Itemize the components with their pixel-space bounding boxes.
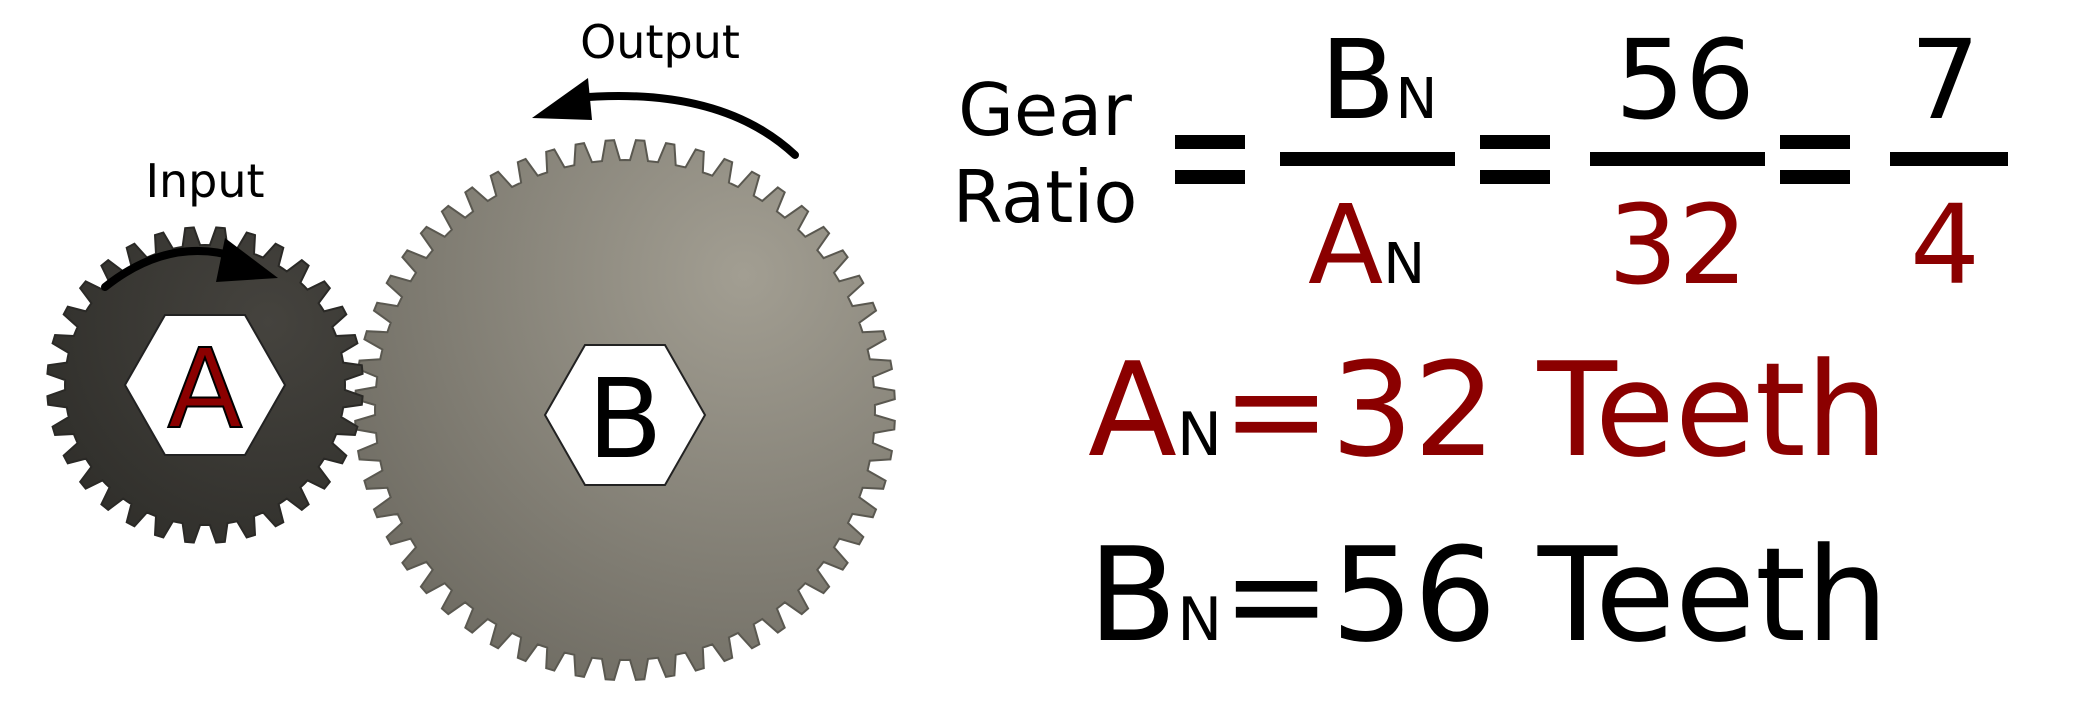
frac3-bar	[1890, 152, 2008, 166]
frac3-denominator: 4	[1910, 181, 1980, 309]
frac3-numerator: 7	[1910, 16, 1980, 144]
ratio-label: Ratio	[953, 155, 1138, 239]
output-label: Output	[580, 15, 740, 69]
frac1-numerator: BN	[1320, 16, 1437, 144]
teeth-b-line: BN=56 Teeth	[1088, 519, 1888, 671]
frac1-bar	[1280, 152, 1455, 166]
gear-b-hub	[543, 344, 707, 486]
frac1-denominator: AN	[1308, 181, 1425, 309]
gear-label: Gear	[958, 68, 1132, 152]
equals-sign-2	[1480, 135, 1550, 184]
gear-a-hub	[123, 314, 287, 456]
input-label: Input	[145, 154, 264, 208]
gear-a-letter: A	[167, 325, 242, 453]
input-arrow-icon	[101, 238, 278, 291]
frac2-denominator: 32	[1608, 181, 1748, 309]
teeth-a-line: AN=32 Teeth	[1088, 334, 1888, 486]
equals-sign-1	[1175, 135, 1245, 184]
frac2-numerator: 56	[1615, 16, 1755, 144]
output-arrow-icon	[532, 78, 799, 159]
gear-b-letter: B	[587, 355, 662, 483]
equals-sign-3	[1780, 135, 1850, 184]
frac2-bar	[1590, 152, 1765, 166]
